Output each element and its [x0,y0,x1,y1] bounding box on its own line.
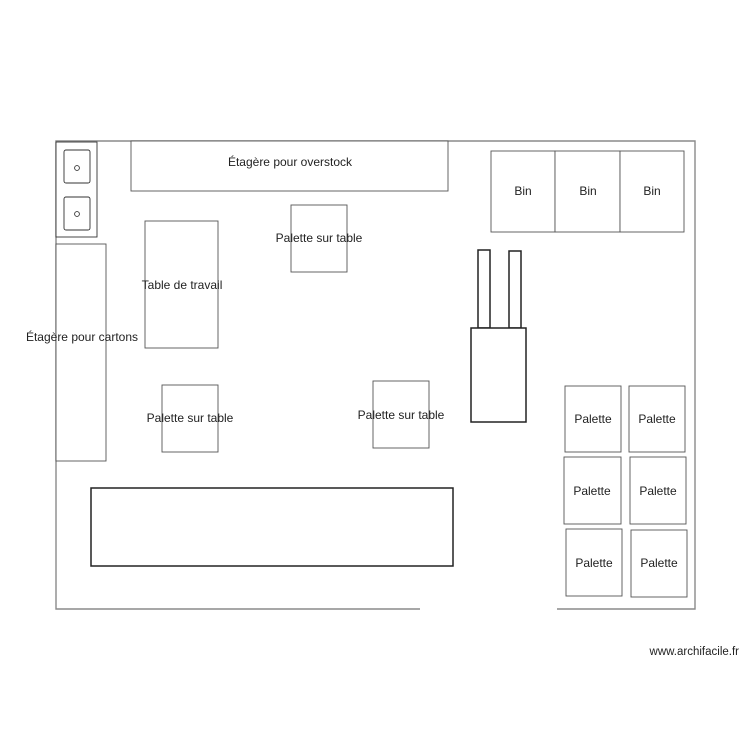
pallet-5-label: Palette [575,556,613,570]
pallet-table-1-label: Palette sur table [276,231,363,245]
workbench-label: Table de travail [142,278,223,292]
pallet-table-3[interactable] [372,380,430,449]
watermark: www.archifacile.fr [649,646,740,658]
sink-drain-bottom-icon [74,211,80,217]
pallet-4-label: Palette [639,484,677,498]
shelf-cartons[interactable] [55,243,107,462]
pallet-table-1[interactable] [290,204,348,273]
pallet-table-2-label: Palette sur table [147,411,234,425]
pallet-3-label: Palette [573,484,611,498]
pallet-table-3-label: Palette sur table [358,408,445,422]
workbench[interactable] [144,220,219,349]
long-bench[interactable] [90,487,454,567]
pallet-5[interactable] [565,528,623,597]
pallet-2-label: Palette [638,412,676,426]
hand-truck-icon [470,249,527,423]
shelf-cartons-label: Étagère pour cartons [26,329,138,344]
pallet-1-label: Palette [574,412,612,426]
pallet-6-label: Palette [640,556,678,570]
pallet-4[interactable] [629,456,687,525]
shelf-overstock-label: Étagère pour overstock [228,154,353,169]
pallet-6[interactable] [630,529,688,598]
bin-2-label: Bin [579,184,596,198]
double-sink [55,141,98,238]
pallet-3[interactable] [563,456,622,525]
shelf-overstock[interactable] [130,140,449,192]
sink-drain-top-icon [74,165,80,171]
pallet-1[interactable] [564,385,622,453]
pallet-table-2[interactable] [161,384,219,453]
bin-3-label: Bin [643,184,660,198]
pallet-2[interactable] [628,385,686,453]
bin-1-label: Bin [514,184,531,198]
bin-3[interactable] [619,150,685,233]
